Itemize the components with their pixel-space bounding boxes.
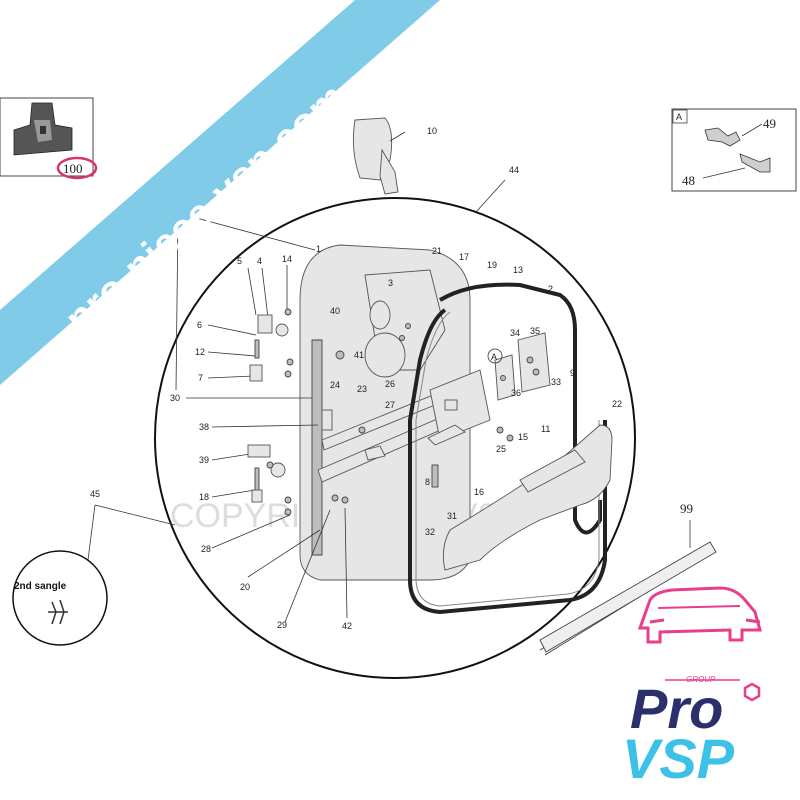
callout-10: 10: [427, 126, 437, 136]
callout-36: 36: [511, 388, 521, 398]
callout-1: 1: [316, 244, 321, 254]
section-a-tag: A: [676, 112, 682, 122]
callout-100: 100: [63, 161, 83, 176]
callout-24: 24: [330, 380, 340, 390]
callout-27: 27: [385, 400, 395, 410]
callout-41: 41: [354, 350, 364, 360]
callout-2: 2: [548, 284, 553, 294]
logo-pro-text: Pro: [630, 677, 723, 740]
callout-11: 11: [541, 424, 550, 434]
exterior-mirror: [352, 117, 399, 195]
callout-7: 7: [198, 373, 203, 383]
callout-9: 9: [570, 368, 575, 378]
door-seal-frame: [408, 308, 607, 615]
callout-39: 39: [199, 455, 209, 465]
callout-6: 6: [197, 320, 202, 330]
callout-labels: 1 2 3 4 5 6 7 8 9 10 11 12 13 14 15 16 1…: [90, 126, 693, 631]
callout-34: 34: [510, 328, 520, 338]
callout-14: 14: [282, 254, 292, 264]
callout-42: 42: [342, 621, 352, 631]
callout-21: 21: [432, 246, 442, 256]
callout-5: 5: [237, 256, 242, 266]
callout-19: 19: [487, 260, 497, 270]
inset-top-right-section-a: A 49 48: [671, 108, 797, 192]
second-strap-label: 2nd sangle: [14, 581, 67, 592]
provsp-logo: GROUP Pro VSP: [622, 586, 762, 790]
callout-30: 30: [170, 393, 180, 403]
callout-29: 29: [277, 620, 287, 630]
callout-40: 40: [330, 306, 340, 316]
callout-45: 45: [90, 489, 100, 499]
callout-4: 4: [257, 256, 262, 266]
main-diagram-circle: [154, 197, 636, 679]
callout-33: 33: [551, 377, 561, 387]
callout-section-a: A: [491, 352, 497, 362]
callout-35: 35: [530, 326, 540, 336]
callout-22: 22: [612, 399, 622, 409]
door-inner-panel: [299, 244, 491, 581]
callout-20: 20: [240, 582, 250, 592]
callout-44: 44: [509, 165, 519, 175]
callout-3: 3: [388, 278, 393, 288]
callout-28: 28: [201, 544, 211, 554]
hinge-plate: [494, 332, 551, 401]
callout-23: 23: [357, 384, 367, 394]
callout-8: 8: [425, 477, 430, 487]
logo-vsp-text: VSP: [622, 727, 735, 790]
callout-25: 25: [496, 444, 506, 454]
callout-13: 13: [513, 265, 523, 275]
callout-18: 18: [199, 492, 209, 502]
logo-group-text: GROUP: [686, 675, 716, 684]
body-seal-strip: [539, 541, 717, 653]
callout-99: 99: [680, 501, 693, 516]
fasteners: [247, 308, 514, 516]
callout-15: 15: [518, 432, 528, 442]
callout-32: 32: [425, 527, 435, 537]
callout-49: 49: [763, 116, 776, 131]
callout-16: 16: [474, 487, 484, 497]
callout-31: 31: [447, 511, 457, 521]
callout-17: 17: [459, 252, 469, 262]
inset-top-left: 100: [0, 97, 98, 180]
callout-26: 26: [385, 379, 395, 389]
callout-100-highlight: [56, 156, 98, 180]
inset-second-strap: 2nd sangle: [12, 550, 108, 646]
callout-38: 38: [199, 422, 209, 432]
callout-12: 12: [195, 347, 205, 357]
callout-48: 48: [682, 173, 695, 188]
door-seal: [438, 282, 602, 535]
